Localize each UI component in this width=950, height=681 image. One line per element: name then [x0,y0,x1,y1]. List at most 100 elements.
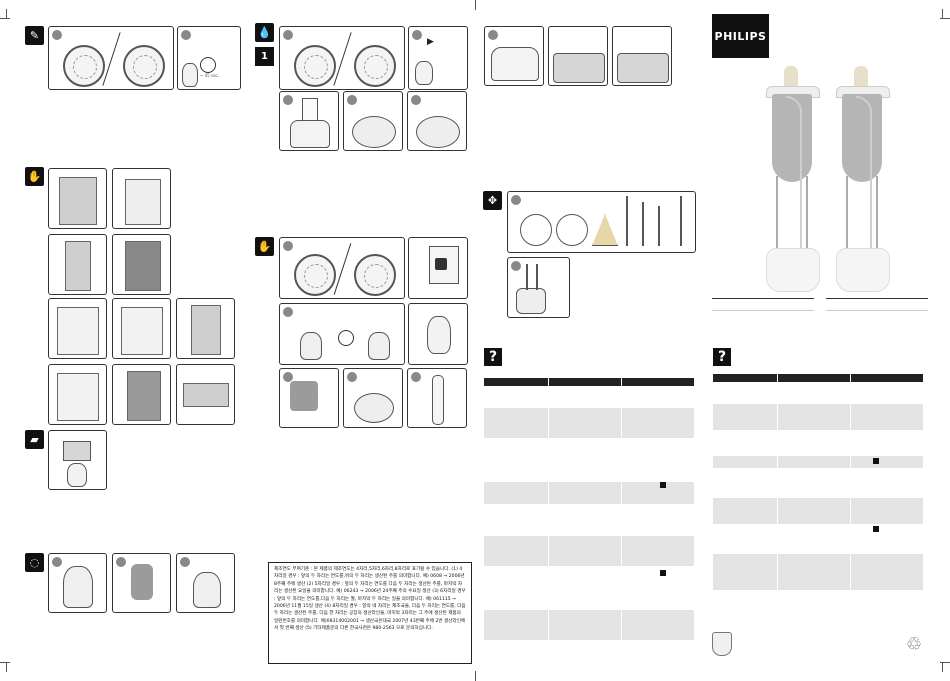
manufacture-date-notice: 제조연도 부여기준 : 본 제품의 제조연도는 4자리,5자리,6자리,8자리로… [268,562,472,664]
drain-panel [279,368,339,428]
step-marker [180,557,190,567]
reference-icon [660,570,666,576]
shirt-illustration [121,307,163,355]
crop-mark [940,662,950,663]
dial-icon [123,45,165,87]
tank-illustration [491,47,539,81]
step-marker [52,557,62,567]
recycle-icon: ♲ [906,634,923,655]
steamer-panel [343,91,403,151]
clean-section-icon: ◌ [25,553,44,572]
drain-panel [343,368,403,428]
garment-panel [112,168,171,229]
assembly-section-icon: ✥ [483,191,502,210]
divider-line [712,310,814,311]
hose-illustration [786,96,802,270]
garment-panel [176,364,235,425]
carry-panel [407,368,467,428]
garment-panel [48,364,107,425]
hand-illustration [427,316,451,354]
troubleshooting-table [713,374,924,590]
tank-panel [484,26,544,86]
pole-illustration [680,196,682,246]
step-marker [488,30,498,40]
crop-mark [940,18,950,19]
water-tank-illustration [836,248,890,292]
pole-illustration [806,176,808,258]
arm-illustration [183,383,229,407]
timer-panel: ~ 45 sec. [177,26,241,90]
clean-panel [176,553,235,613]
assembly-panel [507,257,570,318]
philips-shield-logo [712,632,732,656]
step-marker [116,557,126,567]
rinse-panel [548,26,608,86]
cool-panel [279,303,405,365]
question-mark: ? [488,349,498,365]
water-section-icon: 💧 [255,23,274,42]
dial-icon [294,254,336,296]
logo-text: PHILIPS [714,29,767,43]
timer-icon [200,57,216,73]
step-marker [283,95,293,105]
garment-panel [112,234,171,295]
question-icon: ? [484,348,502,366]
dial-turn-panel [279,237,405,299]
pole-illustration [642,202,644,246]
crop-mark [0,18,10,19]
top-illustration [65,241,91,291]
dial-icon [354,254,396,296]
step-marker [283,307,293,317]
crop-mark [6,662,7,672]
tank-illustration [290,381,318,411]
nozzle-head-illustration [854,66,868,90]
step-marker [511,195,521,205]
crop-mark [942,662,943,672]
garment-panel [48,298,107,359]
arrow-icon: ▶ [427,37,434,47]
philips-logo: PHILIPS [712,14,769,58]
timer-label: ~ 45 sec. [200,73,219,78]
step-marker [411,372,421,382]
pole-illustration [536,264,538,290]
step-marker [283,30,293,40]
dial-icon [354,45,396,87]
garment-panel [48,168,107,229]
garment-panel [176,298,235,359]
steamer-panel [407,91,467,151]
rinse-panel [612,26,672,86]
step-marker [347,95,357,105]
question-icon: ? [713,348,731,366]
base-illustration [352,116,396,148]
dial-turn-panel [48,26,174,90]
nozzle-head-illustration [784,66,798,90]
brush-panel [48,430,107,490]
hand-illustration [182,63,198,87]
nozzle-illustration [193,572,221,608]
basin-illustration [617,53,669,83]
divider-line [826,298,928,299]
garment-section-icon: ✋ [25,167,44,186]
divider-line [712,298,814,299]
pole-illustration [846,176,848,258]
step-marker [181,30,191,40]
step-marker [412,30,422,40]
pole-illustration [776,176,778,258]
plug-illustration [435,258,447,270]
hand-illustration [67,463,87,487]
water-tank-illustration [290,120,330,148]
step-marker [347,372,357,382]
nozzle-illustration [300,332,322,360]
pole-illustration [526,264,528,290]
person-illustration [432,375,444,425]
hand-illustration [415,61,433,85]
water-tank-illustration [766,248,820,292]
slash-divider [333,32,352,86]
trouser-leg-illustration [191,305,221,355]
storage-section-icon: ✋ [255,237,274,256]
step-marker [52,30,62,40]
divider-line [826,310,928,311]
crop-mark [475,0,476,10]
clean-panel [48,553,107,613]
shirt-illustration [57,373,99,421]
